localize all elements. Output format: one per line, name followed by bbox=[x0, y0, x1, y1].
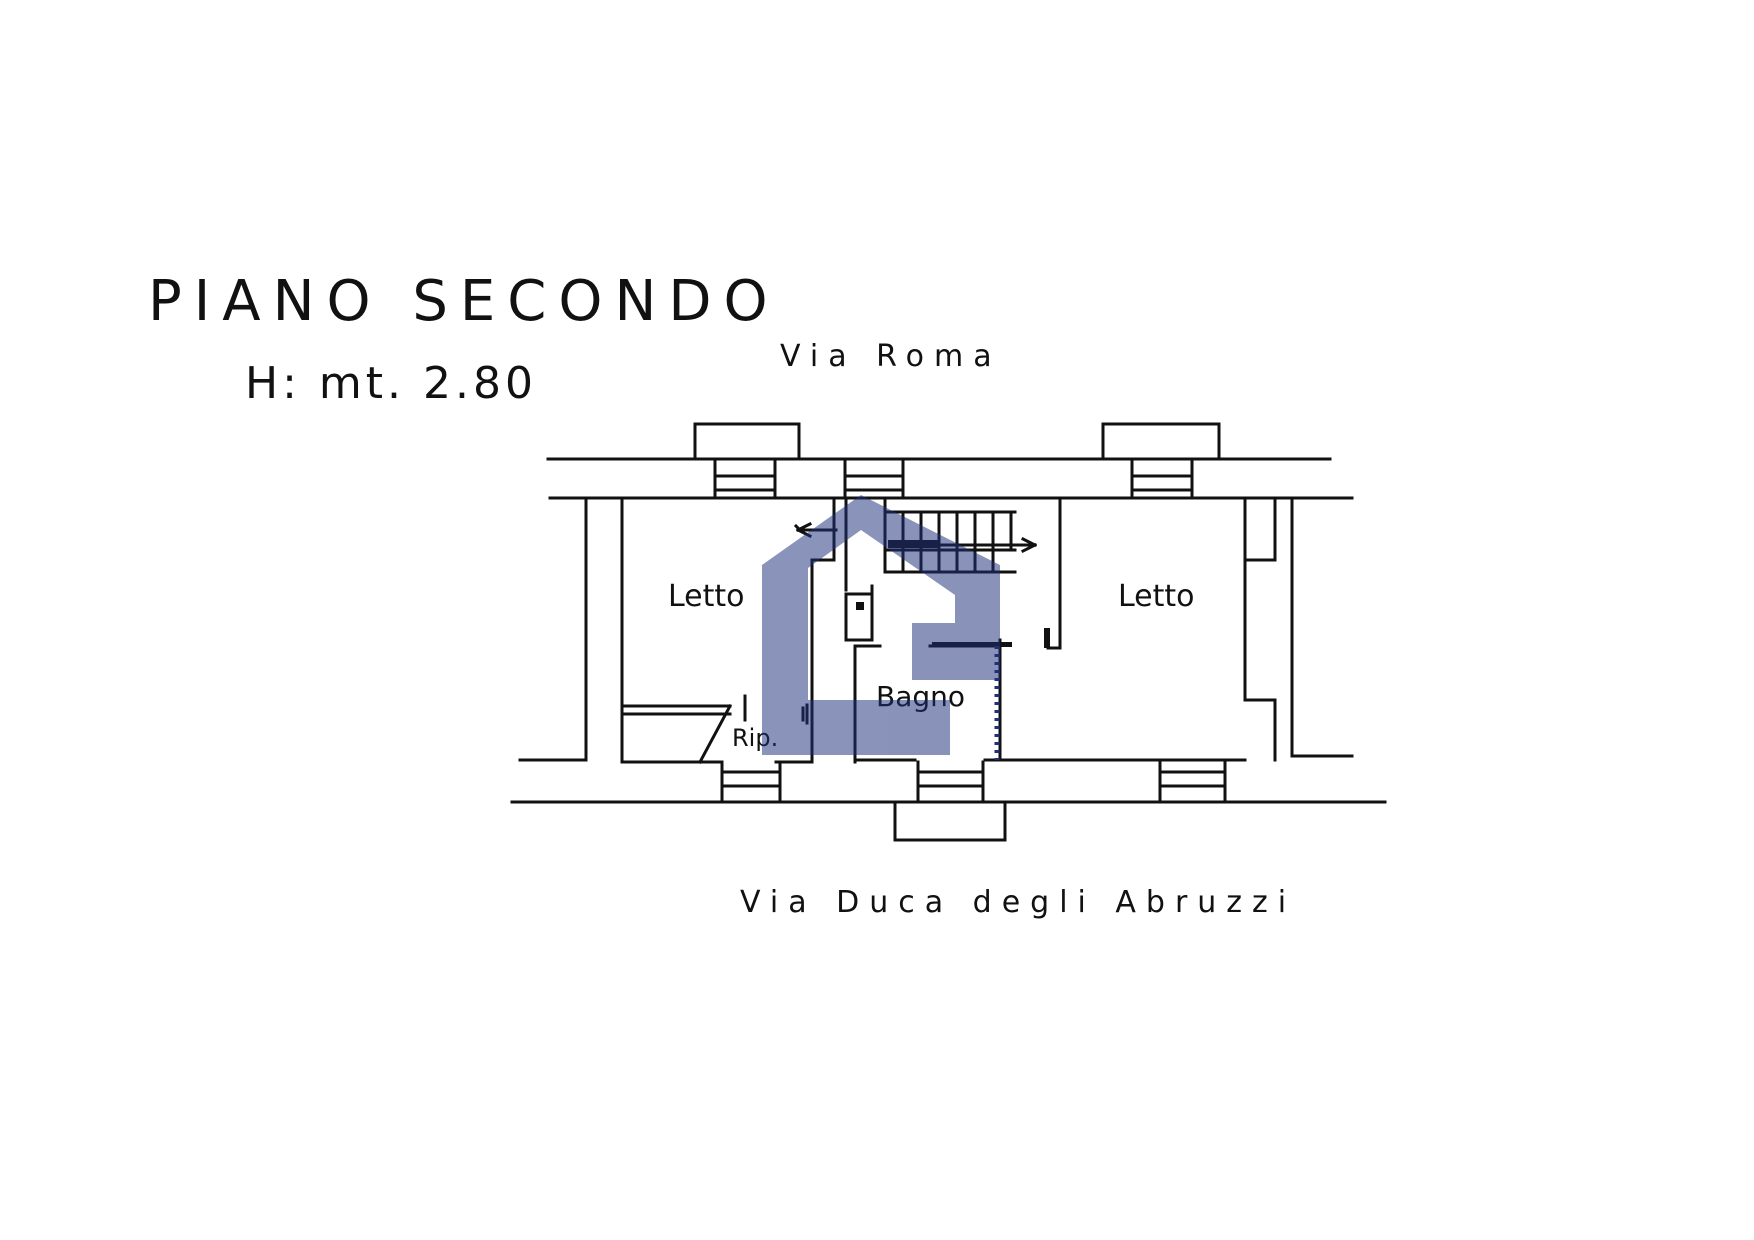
street-label-top: Via Roma bbox=[780, 339, 1002, 374]
room-label-right-bedroom: Letto bbox=[1118, 579, 1195, 614]
ceiling-height-note: H: mt. 2.80 bbox=[245, 358, 537, 409]
room-label-left-bedroom: Letto bbox=[668, 579, 745, 614]
building-walls bbox=[510, 422, 1387, 842]
plan-title: PIANO SECONDO bbox=[148, 269, 780, 334]
house-logo-icon bbox=[762, 495, 1000, 755]
street-label-bottom: Via Duca degli Abruzzi bbox=[740, 885, 1296, 920]
